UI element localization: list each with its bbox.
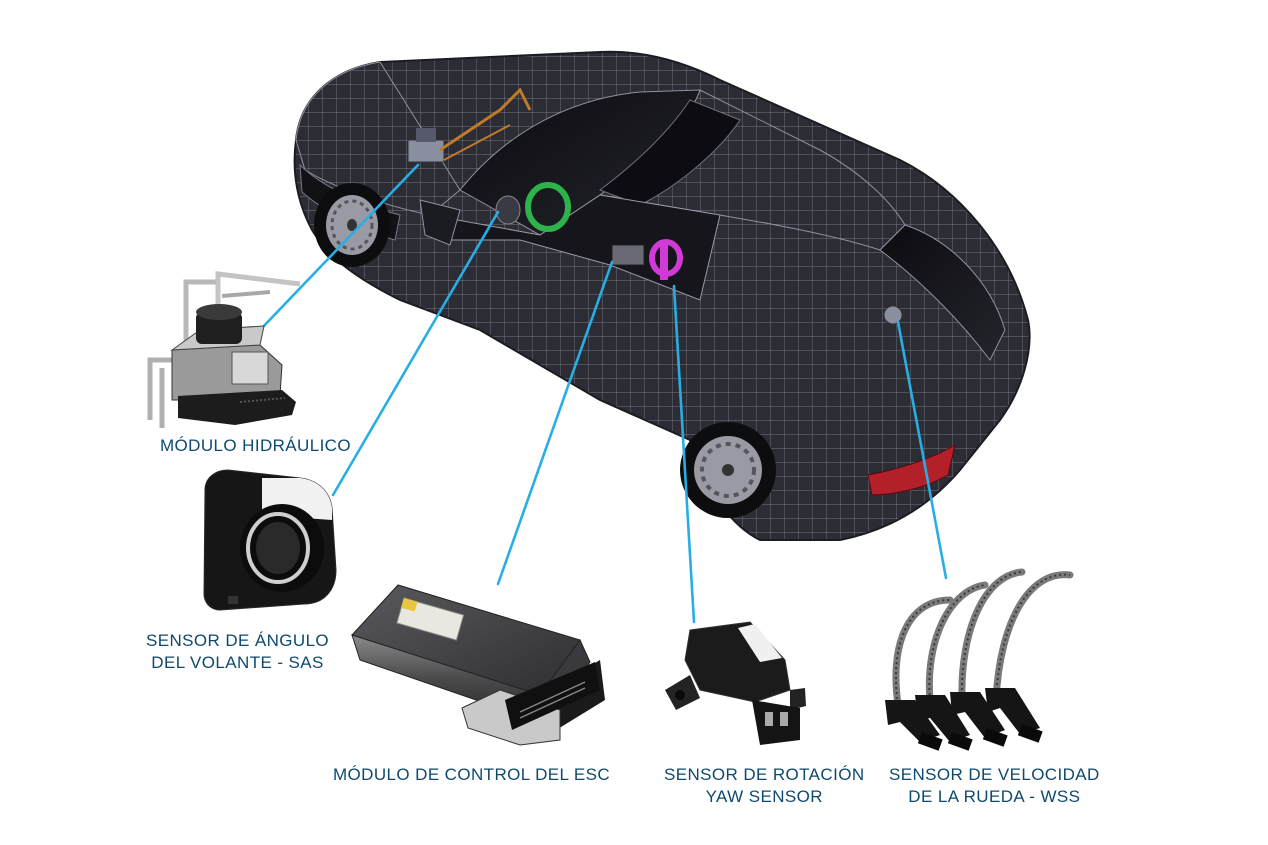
label-yaw-line-1: SENSOR DE ROTACIÓN (664, 765, 865, 784)
leader-line-wss (896, 320, 948, 580)
leader-lines (258, 163, 948, 624)
label-wss-line-1: SENSOR DE VELOCIDAD (889, 765, 1100, 784)
leader-line-hydraulic (258, 163, 420, 332)
side-mirror-icon (419, 199, 461, 246)
label-steering-angle-sensor: SENSOR DE ÁNGULO DEL VOLANTE - SAS (146, 630, 329, 674)
label-hydraulic-module: MÓDULO HIDRÁULICO (160, 435, 351, 457)
label-esc-control-module: MÓDULO DE CONTROL DEL ESC (333, 764, 610, 786)
wireframe-car-icon (293, 50, 1031, 541)
hydraulic-module-icon (147, 271, 301, 428)
car-hood (295, 61, 461, 216)
esc-ecu-icon (351, 584, 605, 746)
yaw-sensor-icon (665, 621, 806, 745)
steering-angle-sensor-icon (203, 469, 337, 611)
rear-wheel-sensor-in-car (883, 305, 903, 325)
label-yaw-line-2: YAW SENSOR (705, 787, 823, 806)
car-sunroof (598, 99, 741, 206)
tail-light-icon (867, 443, 956, 496)
rear-wheel-icon (680, 422, 776, 518)
leader-line-yaw (672, 284, 696, 624)
label-wheel-speed-sensor: SENSOR DE VELOCIDAD DE LA RUEDA - WSS (889, 764, 1100, 808)
leader-line-ecu (496, 260, 614, 586)
label-sas-line-1: SENSOR DE ÁNGULO (146, 631, 330, 650)
label-yaw-rate-sensor: SENSOR DE ROTACIÓN YAW SENSOR (664, 764, 865, 808)
label-esc-text: MÓDULO DE CONTROL DEL ESC (333, 765, 611, 784)
leader-line-sas (331, 210, 500, 497)
steering-wheel-in-car (495, 182, 571, 232)
yaw-sensor-in-car (611, 239, 683, 280)
label-hydraulic-module-text: MÓDULO HIDRÁULICO (160, 436, 351, 455)
label-wss-line-2: DE LA RUEDA - WSS (908, 787, 1081, 806)
wheel-speed-sensors-icon (885, 568, 1074, 751)
label-sas-line-2: DEL VOLANTE - SAS (151, 653, 324, 672)
car-rear-window (879, 224, 1006, 361)
front-wheel-icon (314, 183, 390, 267)
hydraulic-unit-in-car (407, 87, 532, 163)
